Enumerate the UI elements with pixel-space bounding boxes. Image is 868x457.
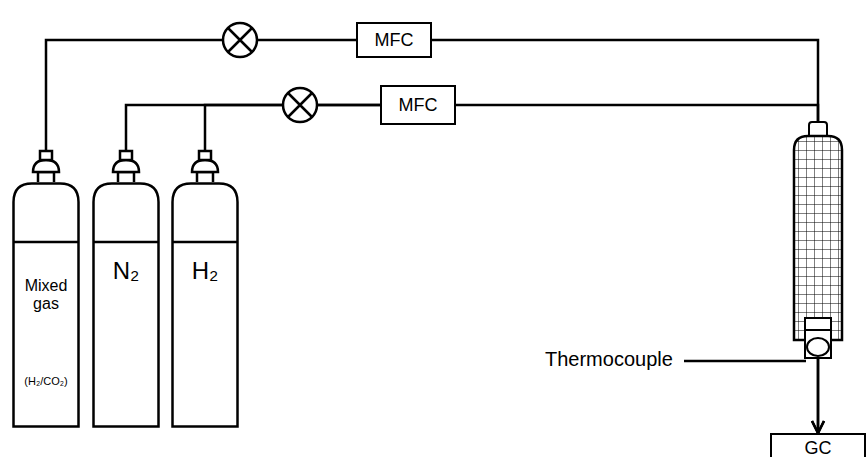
thermocouple-wire [684,360,806,363]
cylinder-outline [92,182,160,428]
node-text: MFC [358,24,430,56]
node-text: MFC [382,87,454,123]
node-text: Mixed gas [12,277,80,314]
gas-cylinder: N₂ [92,182,160,428]
gas-cylinder: Mixed gas (H₂/CO₂) [12,182,80,428]
thermocouple-label: Thermocouple [545,348,673,371]
node-text: H₂ [171,257,239,285]
cylinder-valve-caps [33,151,218,182]
reactor-furnace [790,122,846,358]
gas-line [126,105,380,182]
valve-symbol [223,23,317,122]
mass-flow-controller: MFC [356,22,432,58]
node-text: N₂ [92,257,160,285]
gas-line [432,40,818,433]
gas-cylinder: H₂ [171,182,239,428]
node-text: (H₂/CO₂) [12,375,80,388]
node-text: GC [772,438,864,457]
mass-flow-controller: MFC [380,85,456,125]
gas-line [456,105,818,433]
cylinder-outline [171,182,239,428]
gas-chromatograph: GC [770,433,866,457]
gas-line [46,40,356,182]
